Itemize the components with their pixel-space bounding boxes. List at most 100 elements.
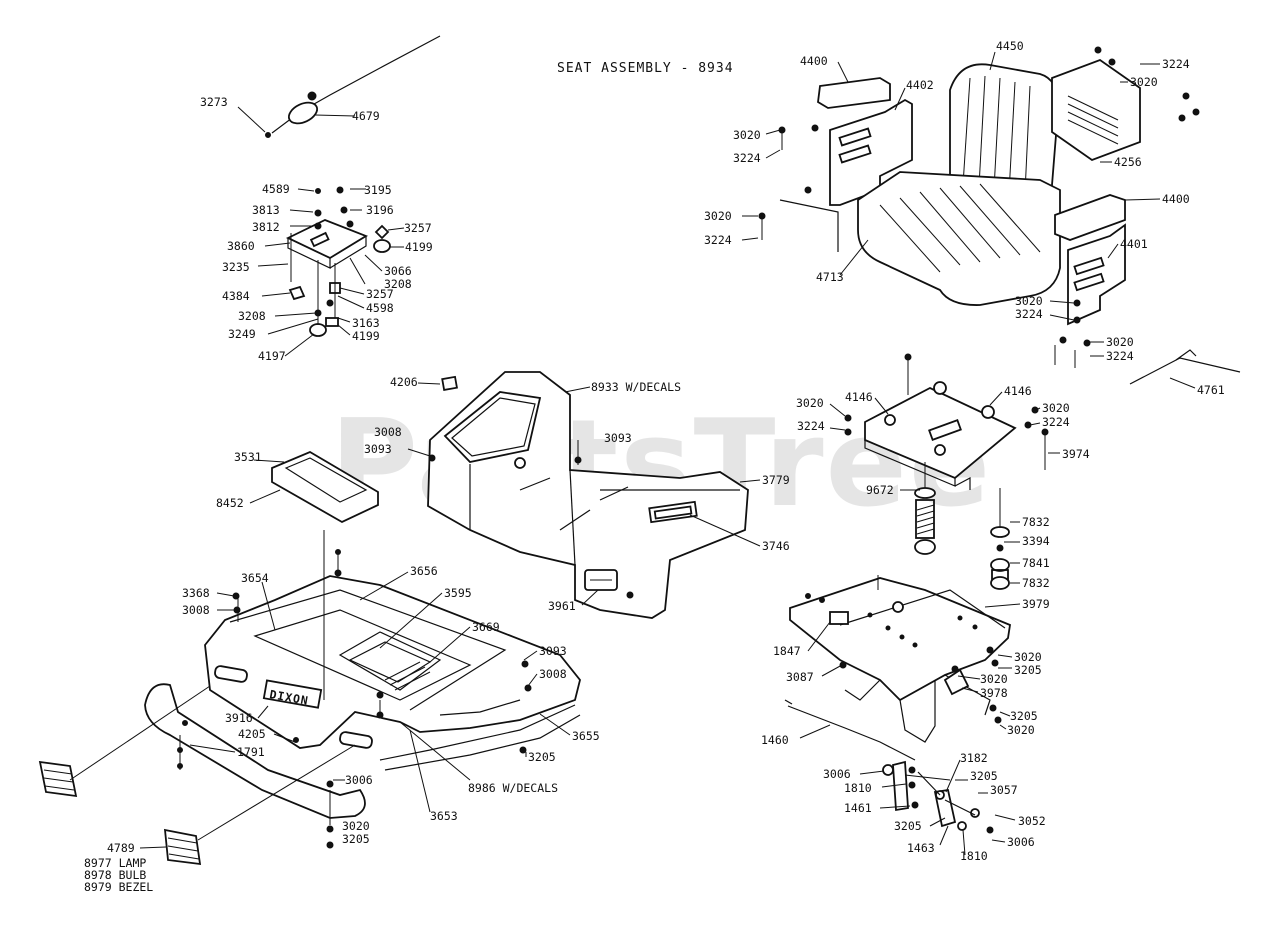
part-label: 3654 xyxy=(241,571,269,585)
part-label: 3020 xyxy=(1042,401,1070,415)
part-label: 3008 xyxy=(374,425,402,439)
part-label: 3656 xyxy=(410,564,438,578)
part-label: 4197 xyxy=(258,349,286,363)
part-label: 4401 xyxy=(1120,237,1148,251)
part-label: 3224 xyxy=(1106,349,1134,363)
diagram-title: SEAT ASSEMBLY - 8934 xyxy=(557,61,734,76)
part-label: 3205 xyxy=(528,750,556,764)
part-label: 4400 xyxy=(1162,192,1190,206)
part-label: 3224 xyxy=(704,233,732,247)
part-label: 3006 xyxy=(345,773,373,787)
cable-assembly xyxy=(237,35,441,138)
part-label: 3531 xyxy=(234,450,262,464)
part-label: 3394 xyxy=(1022,534,1050,548)
part-label: 3669 xyxy=(472,620,500,634)
part-label: 3812 xyxy=(252,220,280,234)
part-label: 7832 xyxy=(1022,576,1050,590)
part-label: 3093 xyxy=(364,442,392,456)
part-label: 3746 xyxy=(762,539,790,553)
part-label: 3093 xyxy=(604,431,632,445)
part-label: 4199 xyxy=(405,240,433,254)
part-label: 4402 xyxy=(906,78,934,92)
part-label: 1460 xyxy=(761,733,789,747)
part-label: 3205 xyxy=(970,769,998,783)
part-label: 3020 xyxy=(796,396,824,410)
part-label: 3093 xyxy=(539,644,567,658)
part-label: 3087 xyxy=(786,670,814,684)
hood-dash xyxy=(249,371,761,619)
lamp-note: 8977 LAMP xyxy=(84,856,146,870)
part-label: 3208 xyxy=(238,309,266,323)
part-label: 3196 xyxy=(366,203,394,217)
part-label: 3020 xyxy=(1015,294,1043,308)
part-label: 4450 xyxy=(996,39,1024,53)
part-label: 3257 xyxy=(404,221,432,235)
part-label: 3961 xyxy=(548,599,576,613)
part-label: 4713 xyxy=(816,270,844,284)
part-label: 3020 xyxy=(1130,75,1158,89)
part-label: 4205 xyxy=(238,727,266,741)
part-label: 3195 xyxy=(364,183,392,197)
part-label: 3020 xyxy=(1014,650,1042,664)
part-label: 3020 xyxy=(980,672,1008,686)
part-label: 3224 xyxy=(733,151,761,165)
part-label: 3979 xyxy=(1022,597,1050,611)
part-label: 1810 xyxy=(960,849,988,863)
part-label: 3020 xyxy=(1007,723,1035,737)
part-label: 4400 xyxy=(800,54,828,68)
part-label: 3205 xyxy=(1014,663,1042,677)
part-label: 4789 xyxy=(107,841,135,855)
chassis-fender: DIXON xyxy=(38,530,581,866)
part-label: 3006 xyxy=(1007,835,1035,849)
part-label: 3205 xyxy=(1010,709,1038,723)
part-label: 3974 xyxy=(1062,447,1090,461)
frame-linkage xyxy=(784,575,1021,856)
part-label: 1847 xyxy=(773,644,801,658)
part-label: 3020 xyxy=(342,819,370,833)
part-label: 3057 xyxy=(990,783,1018,797)
part-label: 8933 W/DECALS xyxy=(591,380,681,394)
part-label: 3205 xyxy=(894,819,922,833)
part-label: 3779 xyxy=(762,473,790,487)
part-label: 9672 xyxy=(866,483,894,497)
part-label: 3860 xyxy=(227,239,255,253)
part-label: 4761 xyxy=(1197,383,1225,397)
seat-plate-springs xyxy=(829,353,1060,590)
seat-assembly xyxy=(741,46,1241,389)
part-label: 3020 xyxy=(733,128,761,142)
part-label: 8452 xyxy=(216,496,244,510)
part-label: 3066 xyxy=(384,264,412,278)
part-label: 4146 xyxy=(845,390,873,404)
part-labels: 3273 4679 4589 3195 3813 3196 3812 3257 … xyxy=(84,39,1225,894)
part-label: 4199 xyxy=(352,329,380,343)
part-label: 4384 xyxy=(222,289,250,303)
part-label: 3224 xyxy=(1162,57,1190,71)
part-label: 7841 xyxy=(1022,556,1050,570)
part-label: 3182 xyxy=(960,751,988,765)
part-label: 3224 xyxy=(1042,415,1070,429)
part-label: 3595 xyxy=(444,586,472,600)
part-label: 3020 xyxy=(1106,335,1134,349)
part-label: 4206 xyxy=(390,375,418,389)
part-label: 3273 xyxy=(200,95,228,109)
part-label: 3163 xyxy=(352,316,380,330)
part-label: 3008 xyxy=(539,667,567,681)
part-label: 8986 W/DECALS xyxy=(468,781,558,795)
dash-badge: DIXON xyxy=(268,687,309,708)
part-label: 3052 xyxy=(1018,814,1046,828)
part-label: 3020 xyxy=(704,209,732,223)
part-label: 1461 xyxy=(844,801,872,815)
bezel-note: 8979 BEZEL xyxy=(84,880,153,894)
part-label: 1810 xyxy=(844,781,872,795)
part-label: 4589 xyxy=(262,182,290,196)
part-label: 3653 xyxy=(430,809,458,823)
part-label: 3224 xyxy=(797,419,825,433)
bulb-note: 8978 BULB xyxy=(84,868,146,882)
part-label: 3205 xyxy=(342,832,370,846)
part-label: 7832 xyxy=(1022,515,1050,529)
part-label: 3916 xyxy=(225,711,253,725)
part-label: 1791 xyxy=(237,745,265,759)
part-label: 3368 xyxy=(182,586,210,600)
part-label: 3208 xyxy=(384,277,412,291)
